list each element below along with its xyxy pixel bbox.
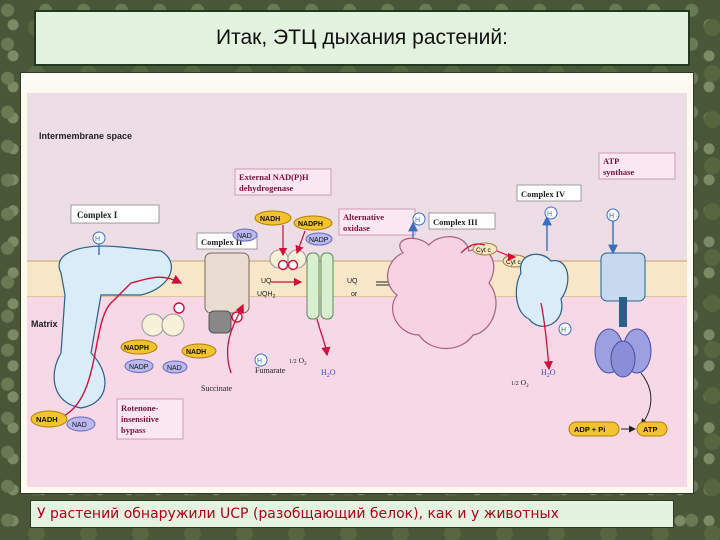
complex-2-shape — [204, 252, 250, 314]
atp-synthase-proton-icon — [606, 208, 620, 222]
nadh-badge-bottom — [30, 410, 68, 428]
nad-badge-matrix — [162, 360, 188, 374]
alt-oxidase-box — [338, 208, 416, 236]
intermembrane-label: Intermembrane space — [39, 131, 132, 141]
nadp-badge-matrix — [124, 359, 154, 373]
atp-synthase-box — [598, 152, 676, 180]
external-dh-box — [234, 168, 332, 196]
complex-1-proton-icon — [92, 231, 106, 245]
svg-text:ADP + Pi: ADP + Pi — [574, 425, 605, 434]
etc-diagram: Intermembrane space Matrix Complex I H N… — [27, 93, 687, 487]
uq-label-right: UQ — [347, 278, 358, 285]
uqh2-label-left: UQH2 — [257, 291, 276, 300]
complex-3-label: Complex III — [433, 217, 478, 227]
svg-text:H: H — [415, 217, 420, 224]
svg-text:Cyt c: Cyt c — [476, 247, 492, 254]
svg-text:H: H — [609, 213, 614, 220]
cytc-badge-1 — [472, 242, 498, 256]
adp-pi-badge — [568, 421, 620, 437]
fumarate-label: Fumarate — [255, 366, 286, 375]
svg-text:ATP: ATP — [603, 156, 619, 166]
nad-badge-bottom — [66, 416, 96, 432]
complex-1-label: Complex I — [77, 210, 118, 220]
slide-title-box: Итак, ЭТЦ дыхания растений: — [34, 10, 690, 66]
svg-text:NAD: NAD — [237, 233, 252, 240]
complex-4-h2o-label: H2O — [541, 368, 556, 379]
svg-text:NAD: NAD — [167, 365, 182, 372]
nadph-badge-matrix — [120, 339, 158, 355]
complex-2-proton-icon — [254, 353, 268, 367]
svg-text:NADH: NADH — [36, 415, 58, 424]
svg-text:H: H — [561, 327, 566, 334]
etc-diagram-frame: Intermembrane space Matrix Complex I H N… — [20, 72, 694, 494]
svg-text:Rotenone-: Rotenone- — [121, 403, 158, 413]
nadh-badge-external — [254, 210, 292, 226]
svg-text:NADPH: NADPH — [124, 345, 149, 352]
nadh-badge-matrix — [181, 343, 217, 359]
svg-text:dehydrogenase: dehydrogenase — [239, 183, 293, 193]
alt-or-label: or — [351, 291, 358, 298]
caption-text: У растений обнаружили UCP (разобщающий б… — [37, 506, 559, 522]
matrix-label: Matrix — [31, 319, 58, 329]
complex-2-label: Complex II — [201, 237, 243, 247]
atp-badge — [636, 421, 668, 437]
complex-4-label: Complex IV — [521, 189, 566, 199]
atp-synthase-f0 — [600, 252, 646, 302]
svg-text:H: H — [257, 358, 262, 365]
svg-text:bypass: bypass — [121, 425, 146, 435]
matrix-region — [27, 297, 687, 487]
svg-text:External NAD(P)H: External NAD(P)H — [239, 172, 309, 182]
svg-text:H: H — [95, 236, 100, 243]
complex-4-shape — [515, 253, 569, 327]
svg-text:ATP: ATP — [643, 425, 657, 434]
svg-text:Cyt c: Cyt c — [506, 259, 522, 266]
svg-text:NADPH: NADPH — [298, 221, 323, 228]
complex-1-shape — [53, 245, 172, 409]
svg-text:H: H — [547, 211, 552, 218]
slide-caption: У растений обнаружили UCP (разобщающий б… — [30, 500, 674, 528]
slide-title: Итак, ЭТЦ дыхания растений: — [216, 26, 508, 49]
complex-3-proton-icon — [412, 212, 426, 226]
succinate-label: Succinate — [201, 384, 233, 393]
svg-text:NADP: NADP — [129, 364, 149, 371]
svg-text:insensitive: insensitive — [121, 414, 159, 424]
svg-text:NAD: NAD — [72, 422, 87, 429]
uq-label-left: UQ — [261, 278, 272, 285]
svg-text:NADH: NADH — [186, 349, 206, 356]
complex-4-proton-icon — [544, 206, 558, 220]
rotenone-bypass-box — [116, 398, 184, 440]
svg-text:NADP: NADP — [309, 237, 329, 244]
matrix-proton-icon — [558, 322, 572, 336]
complex-1-electron-path — [58, 274, 183, 419]
alt-oxidase-shape — [306, 252, 320, 320]
svg-text:Alternative: Alternative — [343, 212, 384, 222]
svg-text:NADH: NADH — [260, 216, 280, 223]
intermembrane-region — [27, 93, 687, 261]
nadp-badge-external — [305, 232, 333, 246]
svg-text:oxidase: oxidase — [343, 223, 370, 233]
svg-text:synthase: synthase — [603, 167, 634, 177]
alt-oxidase-h2o-label: H2O — [321, 368, 336, 379]
complex-3-shape — [387, 236, 497, 349]
nad-badge-external — [232, 228, 258, 242]
nadph-badge-external — [293, 215, 333, 231]
